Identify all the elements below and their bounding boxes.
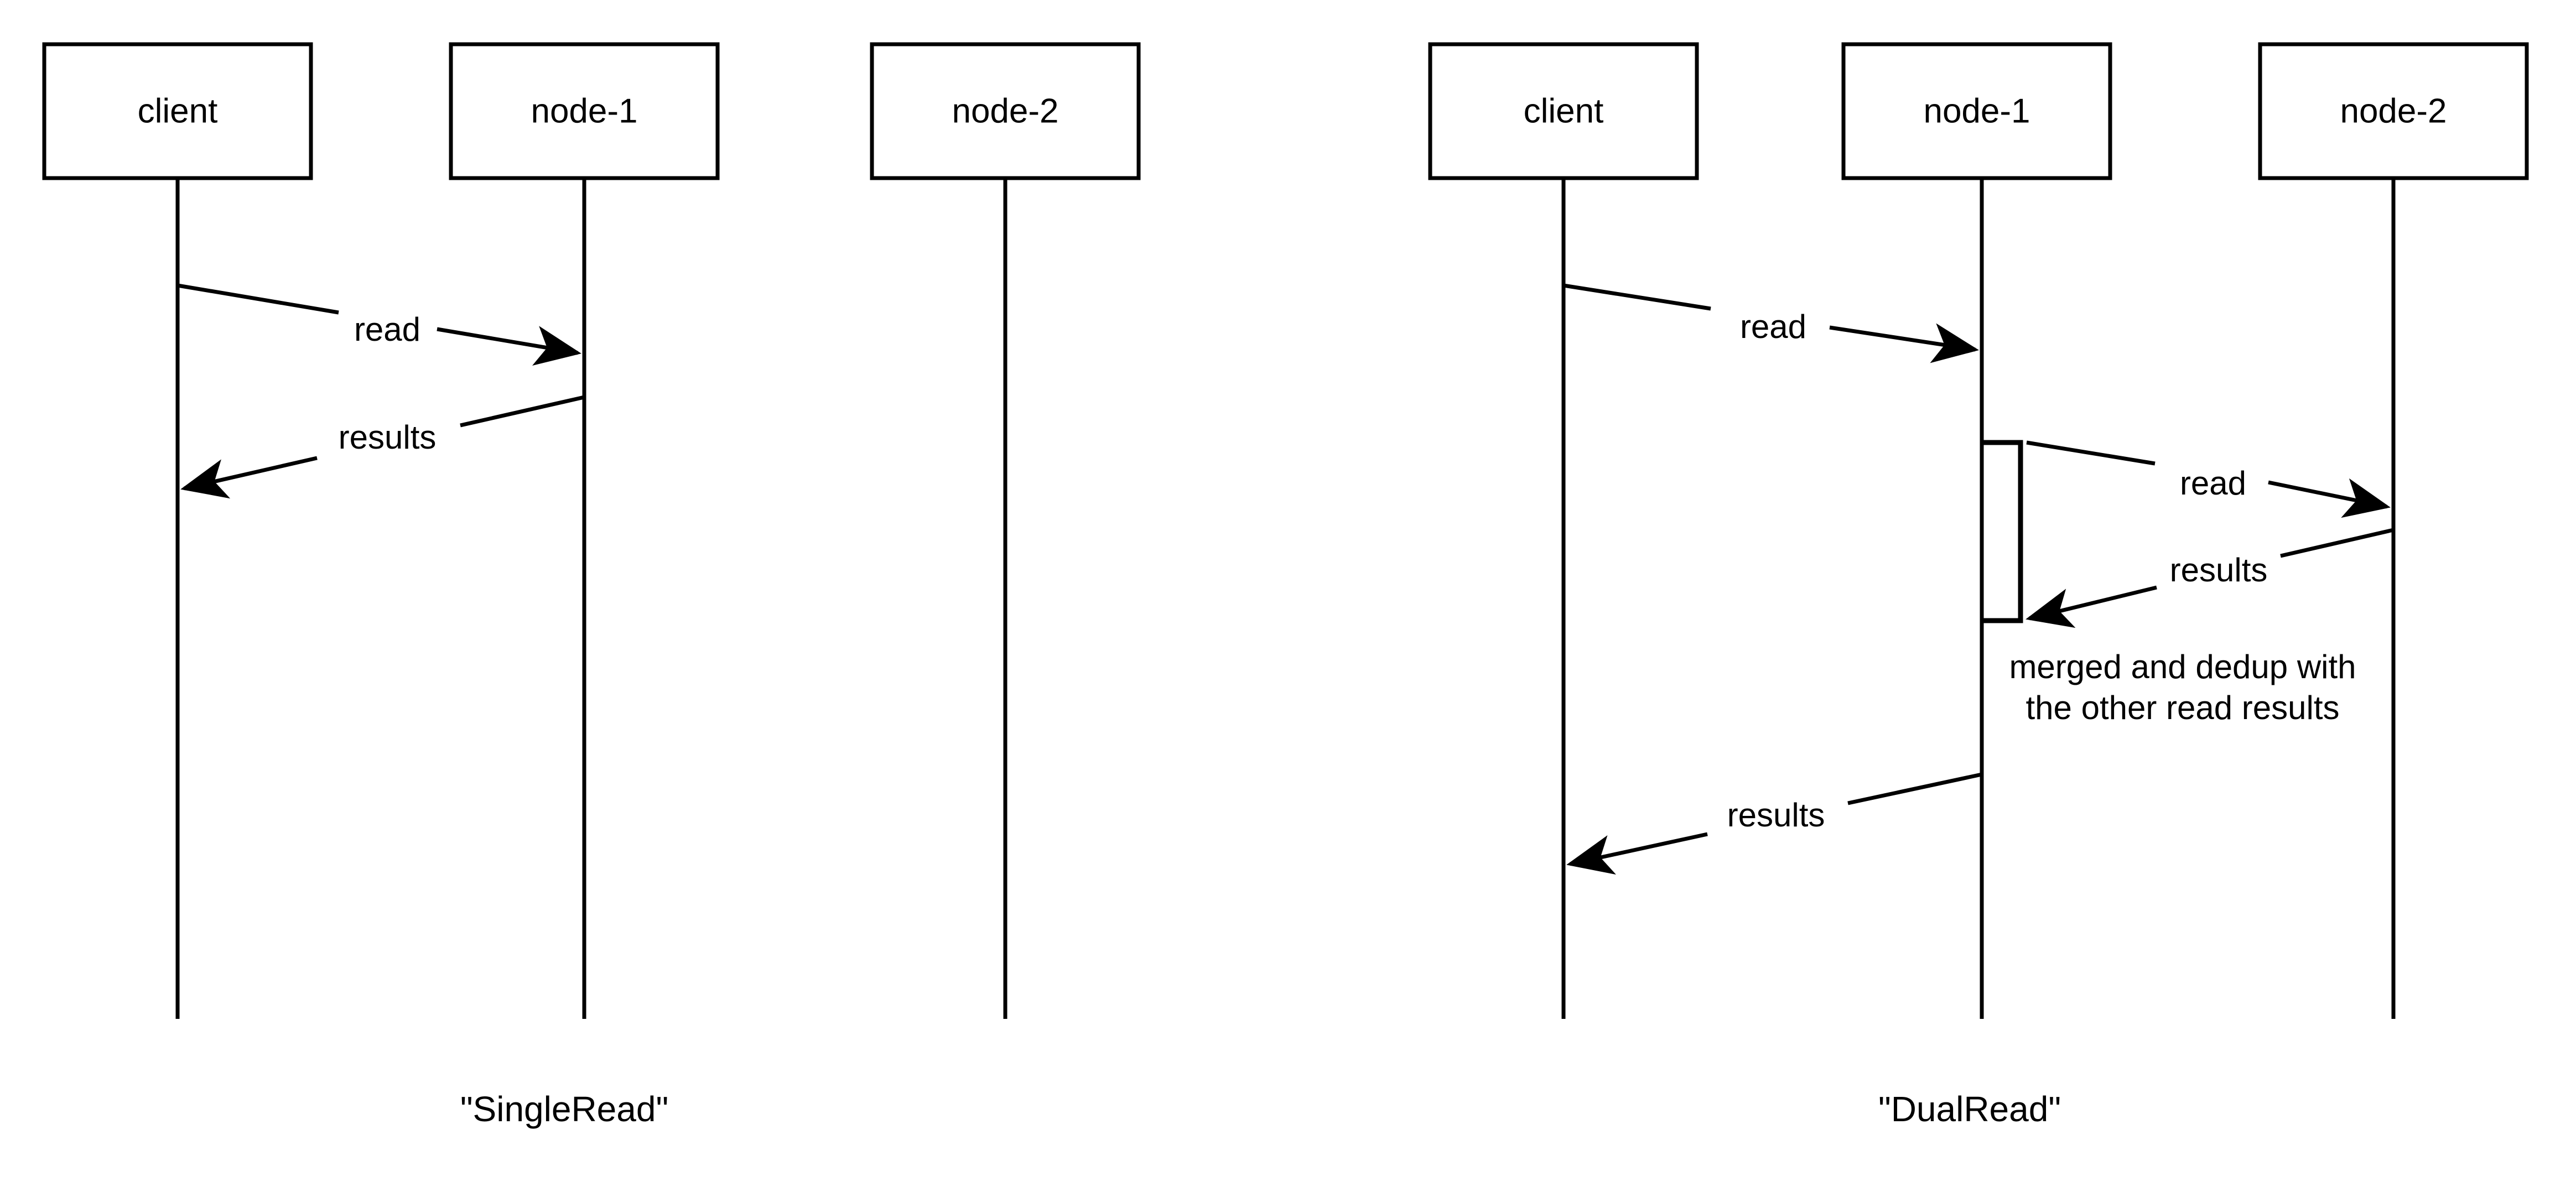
panel-single-read: client node-1 node-2 read: [42, 42, 1141, 1129]
message-line-segment-left: [2026, 585, 2157, 628]
message-label-read: read: [354, 311, 420, 348]
activation-bracket-node-1: [1982, 440, 2023, 623]
actor-client[interactable]: client: [42, 42, 313, 1019]
message-line-segment-left: [177, 283, 339, 315]
message-dual-read-results-node2[interactable]: results: [2026, 528, 2394, 628]
note-line-2: the other read results: [2026, 689, 2340, 726]
actor-node-2[interactable]: node-2: [2258, 42, 2529, 1019]
message-dual-read-request-node1[interactable]: read: [1563, 283, 1979, 363]
panel-dual-read: client node-1 node-2 read: [1428, 42, 2529, 1129]
actor-label-node-1: node-1: [1923, 92, 2030, 130]
actor-node-2[interactable]: node-2: [870, 42, 1141, 1019]
note-merge-dedup: merged and dedup with the other read res…: [2009, 648, 2356, 726]
actor-node-1[interactable]: node-1: [449, 42, 720, 1019]
message-single-read-results[interactable]: results: [180, 395, 585, 499]
note-line-1: merged and dedup with: [2009, 648, 2356, 685]
message-label-results: results: [2170, 551, 2268, 589]
actor-box-node-2[interactable]: [870, 42, 1141, 180]
actor-label-node-2: node-2: [952, 92, 1058, 130]
actor-box-node-2[interactable]: [2258, 42, 2529, 180]
message-single-read-request[interactable]: read: [177, 283, 581, 366]
message-line-segment-left: [1566, 832, 1708, 875]
actor-box-node-1[interactable]: [1841, 42, 2112, 180]
message-line-segment-right: [460, 395, 585, 428]
message-dual-read-request-node2[interactable]: read: [2026, 440, 2391, 518]
message-line-segment-right: [1847, 772, 1982, 805]
message-line-segment-right: [437, 326, 581, 366]
message-label-results: results: [1727, 797, 1825, 834]
panel-caption-dual-read: "DualRead": [1878, 1089, 2061, 1129]
actor-label-node-1: node-1: [531, 92, 637, 130]
actor-node-1[interactable]: node-1: [1841, 42, 2112, 1019]
message-line-segment-right: [1829, 323, 1979, 363]
message-line-segment-left: [1563, 283, 1711, 311]
actor-box-client[interactable]: [42, 42, 313, 180]
message-line-segment-right: [2280, 528, 2394, 558]
actor-label-client: client: [1524, 92, 1604, 130]
actor-label-client: client: [138, 92, 218, 130]
panel-caption-single-read: "SingleRead": [460, 1089, 668, 1129]
actor-client[interactable]: client: [1428, 42, 1699, 1019]
actor-label-node-2: node-2: [2340, 92, 2447, 130]
message-line-segment-left: [2026, 440, 2156, 466]
actor-box-node-1[interactable]: [449, 42, 720, 180]
message-label-results: results: [339, 419, 437, 456]
message-label-read: read: [2180, 465, 2246, 502]
message-dual-read-results-client[interactable]: results: [1566, 772, 1982, 875]
message-line-segment-left: [180, 456, 318, 499]
message-line-segment-right: [2268, 478, 2391, 518]
message-label-read: read: [1740, 308, 1806, 345]
